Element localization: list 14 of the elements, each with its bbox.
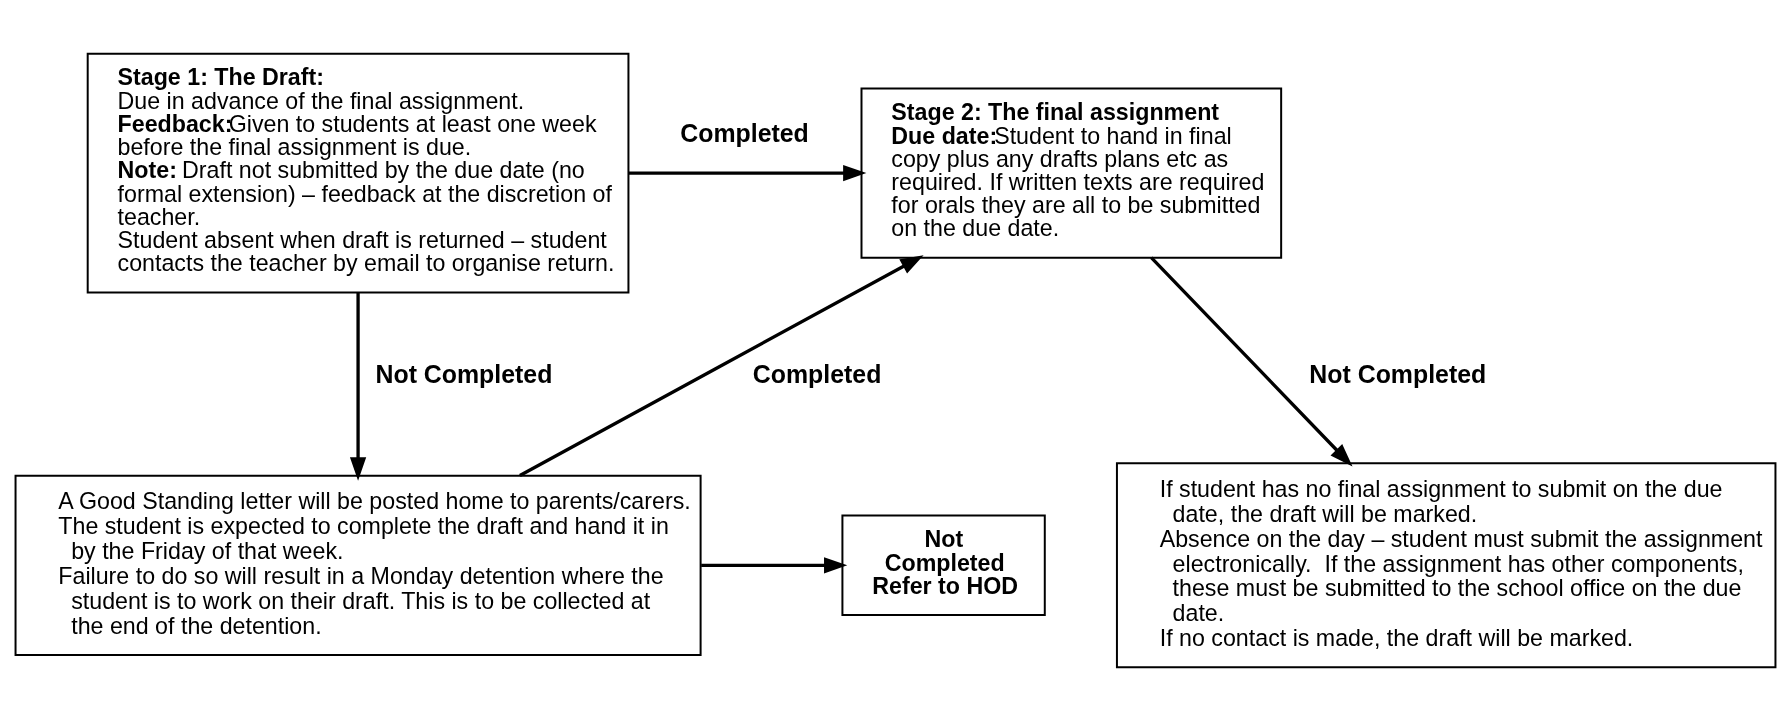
node-box: Not Completed Refer to HOD — [841, 514, 1046, 616]
node-box: If student has no final assignment to submit on the due date, the draft will be marked. Absence on the day – student must submit the assignment electronically. If the assignment has other components, these must be submitted to the school office on the due date. If no contact is made, the draft will be marked. — [1115, 461, 1777, 668]
arrow — [1150, 256, 1353, 466]
arrow — [628, 164, 867, 181]
node-box: Stage 2: The final assignment Due date:Student to hand in final copy plus any drafts plans etc as required. If written texts are required for orals they are all to be submitted on the due date. — [860, 86, 1283, 259]
node-box: Stage 1: The Draft: Due in advance of the final assignment. Feedback:Given to students at least one week before the final assignment is due. Note: Draft not submitted by the due date (no formal extension) – feedback at the discretion of teacher. Student absent when draft is returned – student contacts the teacher by email to organise return. — [86, 52, 630, 293]
edge-label: Not Completed — [1309, 359, 1487, 388]
edge-label: Not Completed — [375, 359, 553, 388]
arrow — [519, 254, 924, 477]
arrow — [701, 556, 848, 573]
arrow — [349, 292, 367, 481]
node-box: A Good Standing letter will be posted home to parents/carers. The student is expected to complete the draft and hand it in by the Friday of that week. Failure to do so will result in a Monday detention where the student is to work on their draft. This is to be collected at the end of the detention. — [14, 474, 702, 656]
edge-label: Completed — [680, 118, 809, 147]
edge-label: Completed — [752, 359, 882, 388]
